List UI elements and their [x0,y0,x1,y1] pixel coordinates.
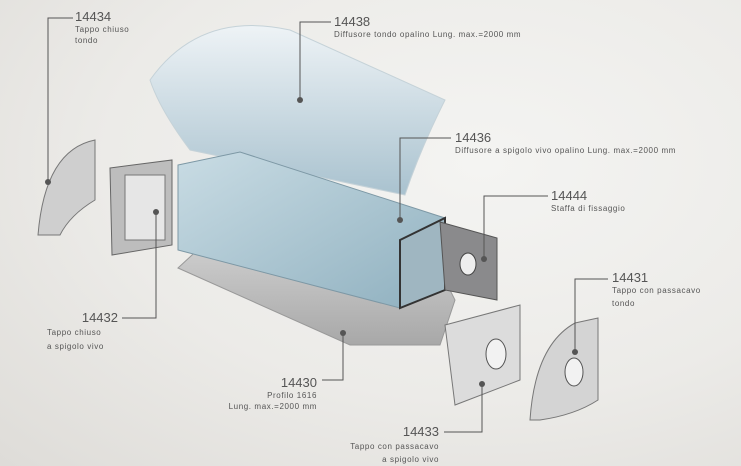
label-14438: 14438 Diffusore tondo opalino Lung. max.… [334,15,521,40]
part-desc: Staffa di fissaggio [551,204,626,213]
part-desc: Tappo con passacavo [350,442,439,451]
label-14431: 14431 Tappo con passacavo tondo [612,271,701,309]
part-code: 14430 [280,375,317,390]
label-14433: 14433 Tappo con passacavo a spigolo vivo [350,425,439,465]
part-desc: Diffusore tondo opalino Lung. max.=2000 … [334,30,522,39]
round-cap-14434 [37,139,96,236]
part-desc: Tappo chiuso [75,25,130,34]
part-code: 14433 [402,424,439,439]
part-desc: Tappo chiuso [47,328,102,337]
round-cap-14431 [529,317,599,421]
part-code: 14434 [75,9,112,24]
label-14430: 14430 Profilo 1616 Lung. max.=2000 mm [229,376,317,412]
leader-dots [45,97,578,387]
part-desc: a spigolo vivo [47,342,104,351]
part-desc: Tappo con passacavo [612,286,701,295]
part-desc: Profilo 1616 [267,391,317,400]
part-code: 14436 [455,130,492,145]
part-code: 14432 [81,310,118,325]
part-code: 14438 [334,14,371,29]
square-cap-14433 [444,304,521,406]
label-14432-desc: Tappo chiuso a spigolo vivo [47,327,104,352]
part-desc: a spigolo vivo [382,455,439,464]
part-code: 14431 [612,270,649,285]
label-14444: 14444 Staffa di fissaggio [551,189,625,214]
part-desc: tondo [612,299,636,308]
round-diffuser-14438 [149,25,446,196]
label-14434: 14434 Tappo chiuso tondo [75,10,129,46]
part-desc: Lung. max.=2000 mm [228,402,317,411]
part-desc: Diffusore a spigolo vivo opalino Lung. m… [455,146,677,155]
label-14432: 14432 [82,311,118,325]
label-14436: 14436 Diffusore a spigolo vivo opalino L… [455,131,676,156]
leader-lines [47,17,608,433]
part-code: 14444 [551,188,588,203]
part-desc: tondo [75,36,99,45]
